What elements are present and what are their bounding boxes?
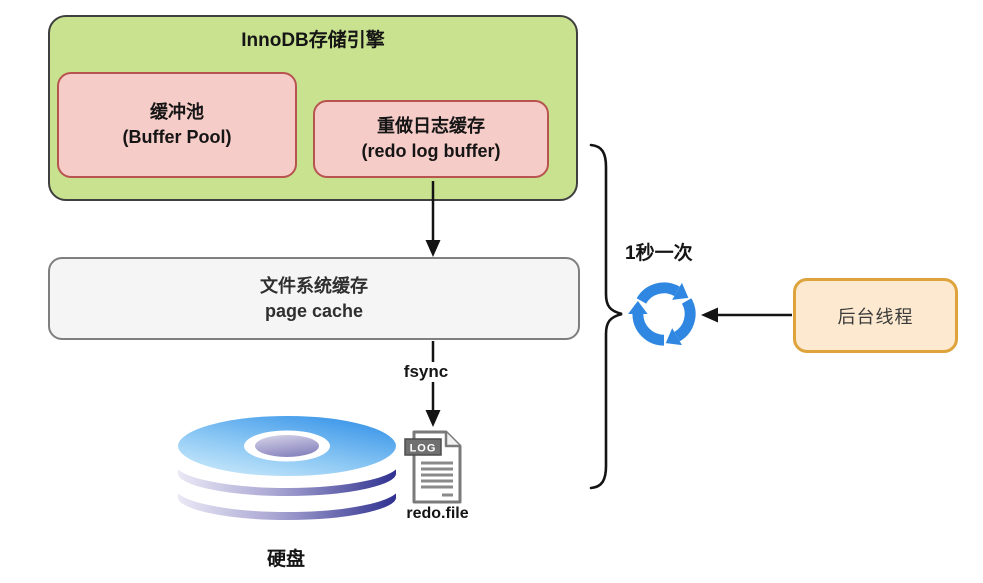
redo-file-label: redo.file (406, 505, 469, 522)
disk-label: 硬盘 (266, 549, 305, 570)
buffer-pool-box: 缓冲池 (Buffer Pool) (57, 72, 297, 178)
arrow-pagecache-to-file (425, 341, 441, 427)
log-badge-text: LOG (410, 443, 437, 455)
flush-interval-label: 1秒一次 (625, 243, 693, 264)
redo-log-buffer-label-zh: 重做日志缓存 (377, 116, 485, 136)
buffer-pool-label-en: (Buffer Pool) (122, 127, 232, 147)
log-file-icon: LOG (404, 430, 462, 504)
background-thread-box: 后台线程 (793, 278, 958, 353)
redo-log-buffer-box: 重做日志缓存 (redo log buffer) (313, 100, 549, 178)
innodb-engine-box: InnoDB存储引擎 缓冲池 (Buffer Pool) 重做日志缓存 (red… (48, 15, 578, 201)
redo-log-buffer-label-en: (redo log buffer) (361, 141, 501, 161)
page-cache-box: 文件系统缓存 page cache (48, 257, 580, 340)
curly-brace (589, 143, 623, 490)
disk-icon (174, 412, 400, 524)
innodb-engine-title: InnoDB存储引擎 (241, 30, 385, 51)
fsync-label: fsync (392, 362, 460, 382)
page-cache-label-en: page cache (264, 300, 364, 321)
arrow-thread-to-refresh (701, 307, 792, 323)
background-thread-label: 后台线程 (837, 306, 914, 327)
page-cache-label-zh: 文件系统缓存 (260, 275, 368, 296)
refresh-icon (628, 282, 696, 346)
buffer-pool-label-zh: 缓冲池 (150, 102, 204, 122)
